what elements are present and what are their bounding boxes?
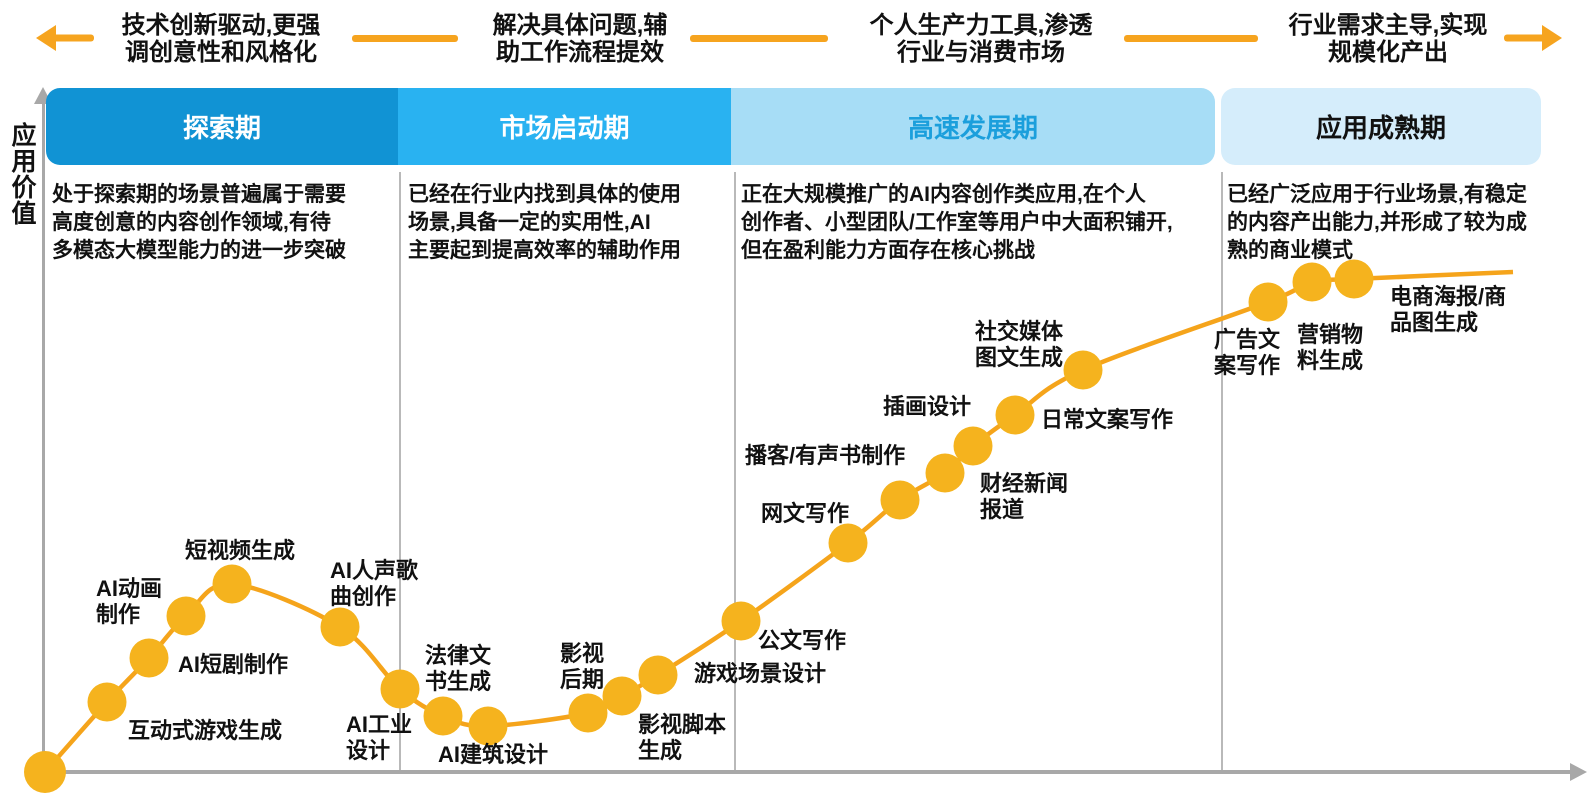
x-axis — [42, 770, 1574, 774]
curve-point — [953, 426, 993, 466]
curve-point — [602, 676, 642, 716]
curve-point — [568, 693, 608, 733]
flow-connector-line — [1124, 35, 1258, 42]
point-label: AI建筑设计 — [438, 742, 549, 767]
curve-point — [1248, 282, 1288, 322]
point-label: 社交媒体 图文生成 — [975, 319, 1064, 370]
y-axis-label: 应用价值 — [8, 122, 36, 226]
y-axis — [42, 102, 45, 772]
curve-point — [880, 480, 920, 520]
point-label: AI工业 设计 — [346, 712, 413, 763]
curve-point — [1063, 350, 1103, 390]
phase-description-maturity: 已经广泛应用于行业场景,有稳定 的内容产出能力,并形成了较为成 熟的商业模式 — [1227, 183, 1527, 262]
phase-description-exploration: 处于探索期的场景普遍属于需要 高度创意的内容创作领域,有待 多模态大模型能力的进… — [52, 183, 346, 262]
column-divider — [399, 172, 401, 770]
column-divider — [1221, 172, 1223, 770]
phase-header-rapid-growth: 高速发展期 — [731, 88, 1215, 165]
curve-point — [721, 601, 761, 641]
curve-point — [320, 607, 360, 647]
point-label: 法律文 书生成 — [425, 643, 492, 694]
point-label: 网文写作 — [761, 501, 850, 526]
flow-note-growth: 个人生产力工具,渗透 行业与消费市场 — [869, 12, 1093, 66]
flow-note-exploration: 技术创新驱动,更强 调创意性和风格化 — [121, 12, 321, 66]
point-label: 游戏场景设计 — [694, 661, 827, 686]
point-label: 插画设计 — [883, 394, 972, 419]
x-axis-arrowhead-icon — [1570, 763, 1587, 781]
point-label: 互动式游戏生成 — [128, 718, 283, 743]
point-label: AI短剧制作 — [178, 652, 289, 677]
curve-point — [468, 706, 508, 746]
flow-note-maturity: 行业需求主导,实现 规模化产出 — [1288, 12, 1488, 66]
column-divider — [734, 172, 736, 770]
point-label: 日常文案写作 — [1041, 407, 1174, 432]
curve-point — [129, 638, 169, 678]
curve-point — [212, 564, 252, 604]
point-label: 广告文 案写作 — [1214, 327, 1281, 378]
curve-point — [380, 669, 420, 709]
phase-header-market-launch: 市场启动期 — [398, 88, 731, 165]
curve-point — [87, 682, 127, 722]
point-label: 短视频生成 — [185, 538, 296, 563]
phase-header-exploration: 探索期 — [46, 88, 398, 165]
curve-point — [166, 596, 206, 636]
point-label: 公文写作 — [758, 628, 847, 653]
curve-point — [1334, 259, 1374, 299]
point-label: 播客/有声书制作 — [745, 443, 906, 468]
point-label: 营销物 料生成 — [1297, 322, 1364, 373]
point-label: AI人声歌 曲创作 — [330, 558, 419, 609]
point-label: AI动画 制作 — [96, 576, 163, 627]
phase-header-maturity: 应用成熟期 — [1221, 88, 1541, 165]
curve-point — [995, 395, 1035, 435]
curve-point — [24, 751, 66, 793]
flow-note-launch: 解决具体问题,辅 助工作流程提效 — [492, 12, 668, 66]
curve-point — [423, 696, 463, 736]
curve-point — [1292, 262, 1332, 302]
curve-point — [828, 523, 868, 563]
point-label: 电商海报/商 品图生成 — [1390, 284, 1507, 335]
curve-point — [925, 453, 965, 493]
right-arrow-icon — [1504, 25, 1562, 51]
flow-connector-line — [690, 35, 828, 42]
curve-point — [638, 655, 678, 695]
point-label: 财经新闻 报道 — [980, 471, 1069, 522]
point-label: 影视 后期 — [560, 641, 605, 692]
left-arrow-icon — [36, 25, 94, 51]
phase-description-market-launch: 已经在行业内找到具体的使用 场景,具备一定的实用性,AI 主要起到提高效率的辅助… — [408, 183, 681, 262]
point-label: 影视脚本 生成 — [638, 712, 727, 763]
flow-connector-line — [352, 35, 458, 42]
phase-description-rapid-growth: 正在大规模推广的AI内容创作类应用,在个人 创作者、小型团队/工作室等用户中大面… — [741, 183, 1173, 262]
